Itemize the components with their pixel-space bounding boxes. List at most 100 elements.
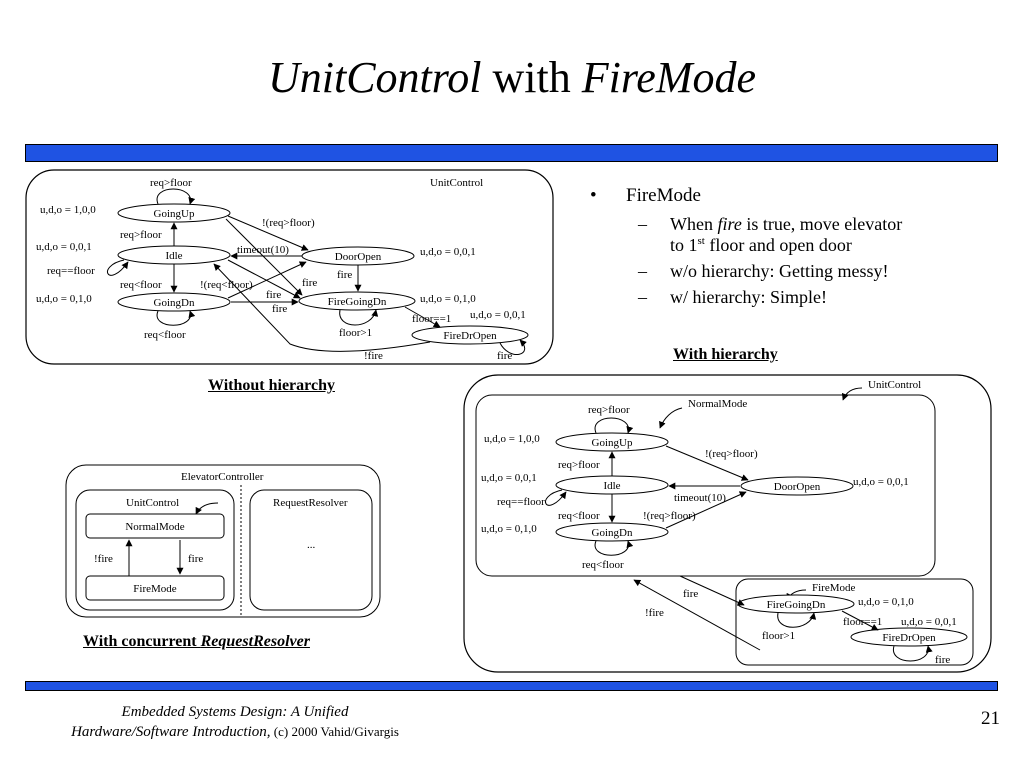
flat-state-goingdn-label: GoingDn [154,297,195,309]
hier-state-idle-label: Idle [603,480,620,492]
top-divider-bar [25,144,998,162]
bullet-dot-icon: • [590,185,597,206]
sub-bullet-when: When [670,213,718,234]
flat-edge-firegoingdn-firedropen [404,306,441,328]
conc-requestresolver-label: RequestResolver [273,497,348,509]
sub-bullet-wo-hierarchy-text: w/o hierarchy: Getting messy! [670,260,889,281]
conc-elevatorcontroller-label: ElevatorController [181,471,264,483]
hier-label-out-firedropen: u,d,o = 0,0,1 [901,616,957,628]
flat-state-goingdn [117,292,231,312]
flat-label-out-goingup: u,d,o = 1,0,0 [40,204,96,216]
title-firemode: FireMode [581,53,757,102]
sub-bullet-fire-em: fire [717,213,742,234]
flat-state-firedropen [411,325,529,345]
hier-edge-firegoingdn-self [777,612,817,628]
hier-label-req-gt-floor: req>floor [558,459,600,471]
conc-normalmode-label: NormalMode [125,521,184,533]
flat-label-fire-b: fire [266,289,281,301]
flat-label-not-req-gt-floor: !(req>floor) [262,217,315,229]
hier-label-timeout: timeout(10) [674,492,726,504]
hier-label-req-lt-floor: req<floor [558,510,600,522]
hier-edge-idle-self [545,489,567,506]
bottom-divider-bar [25,681,998,691]
footer-line2-em: Hardware/Software Introduction, [71,724,271,741]
sub-bullet-wo-hierarchy: – w/o hierarchy: Getting messy! [590,261,1010,283]
flat-state-dooropen-label: DoorOpen [335,251,382,263]
hier-state-firedropen [850,627,968,647]
bullet-firemode: • FireMode [590,185,1010,208]
hier-normalmode-init-arrow [659,407,683,429]
hier-edge-firemode-normal [633,579,761,651]
conc-firemode-label: FireMode [133,583,177,595]
flat-label-out-idle: u,d,o = 0,0,1 [36,241,92,253]
hier-state-goingup-label: GoingUp [592,437,633,449]
flat-edge-goingup-dooropen [227,215,309,251]
flat-transitions [107,188,527,356]
hier-label-floor-gt-1: floor>1 [762,630,795,642]
dash-icon: – [638,260,647,281]
flat-label-req-eq-floor: req==floor [47,265,95,277]
flat-label-fire-c: fire [272,303,287,315]
conc-unitcontrol-label: UnitControl [126,497,179,509]
hier-firemode-label: FireMode [812,582,856,594]
caption-with-hierarchy: With hierarchy [673,346,778,363]
flat-state-idle-label: Idle [165,250,182,262]
hier-label-not-req-lt-floor: !(req>floor) [643,510,696,522]
hier-label-req-eq-floor: req==floor [497,496,545,508]
page-number: 21 [981,708,1000,729]
hier-container-label: UnitControl [868,379,921,391]
sub-bullet-floor-open: floor and open door [704,235,852,256]
conc-normalmode-box [85,513,225,539]
hier-label-out-firegoingdn: u,d,o = 0,1,0 [858,596,914,608]
hier-edge-goingdn-self [594,540,634,556]
sub-bullet-w-hierarchy: –w/ hierarchy: Simple! [590,287,1010,309]
title-unitcontrol: UnitControl [267,53,482,102]
flat-label-out-firegoingdn: u,d,o = 0,1,0 [420,293,476,305]
bullet-list: • FireMode – When fire is true, move elev… [590,185,1010,312]
conc-requestresolver-box [249,489,373,611]
flat-edge-goingup-self [156,188,196,205]
hier-edge-goingup-self [594,417,634,434]
flat-state-firegoingdn-label: FireGoingDn [328,296,387,308]
dash-icon: – [638,286,647,307]
hier-label-fire: fire [683,588,698,600]
flat-label-floor-eq-1: floor==1 [412,313,451,325]
hier-label-not-req-gt-floor: !(req>floor) [705,448,758,460]
bullet-firemode-text: FireMode [626,185,701,206]
flat-edge-idle-firegoingdn [227,259,301,299]
flat-label-not-req-lt-floor: !(req<floor) [200,279,253,291]
hier-edge-goingdn-dooropen [665,491,747,529]
conc-label-fire: fire [188,553,203,565]
hier-label-out-idle: u,d,o = 0,0,1 [481,472,537,484]
hier-edge-goingup-dooropen [665,445,749,481]
flat-diagram: UnitControl GoingUp Idle GoingDn DoorOpe… [25,169,554,365]
footer-line1: Embedded Systems Design: A Unified [121,704,349,720]
hier-edge-firedropen-self [893,645,933,662]
flat-label-timeout: timeout(10) [237,244,289,256]
hier-label-fire-self: fire [935,654,950,666]
caption-concurrent-em: RequestResolver [200,633,310,650]
flat-label-req-lt-floor-bottom: req<floor [144,329,186,341]
hier-container [463,374,992,673]
flat-state-goingup [117,203,231,223]
flat-edge-firedropen-self [499,339,527,356]
hier-init-arrow [841,387,863,401]
hier-edge-normal-firemode [679,575,745,606]
hier-label-out-goingdn: u,d,o = 0,1,0 [481,523,537,535]
hier-state-goingdn [555,522,669,542]
caption-without-hierarchy: Without hierarchy [208,377,335,394]
hier-state-dooropen-label: DoorOpen [774,481,821,493]
sub-bullet-when-fire: – When fire is true, move elevator to 1s… [590,214,1010,257]
flat-label-req-gt-floor: req>floor [120,229,162,241]
caption-with-concurrent: With concurrent RequestResolver [83,633,310,651]
hier-label-out-dooropen: u,d,o = 0,0,1 [853,476,909,488]
flat-edge-firedropen-idle [213,263,431,352]
flat-label-fire-self: fire [497,350,512,362]
concurrent-diagram: ElevatorController UnitControl RequestRe… [65,464,381,618]
title-with: with [481,53,582,102]
hier-state-firedropen-label: FireDrOpen [882,632,936,644]
sub-bullet-is-true: is true, move elevator [741,213,903,234]
conc-unitcontrol-init-arrow [195,502,219,515]
hier-state-dooropen [740,476,854,496]
